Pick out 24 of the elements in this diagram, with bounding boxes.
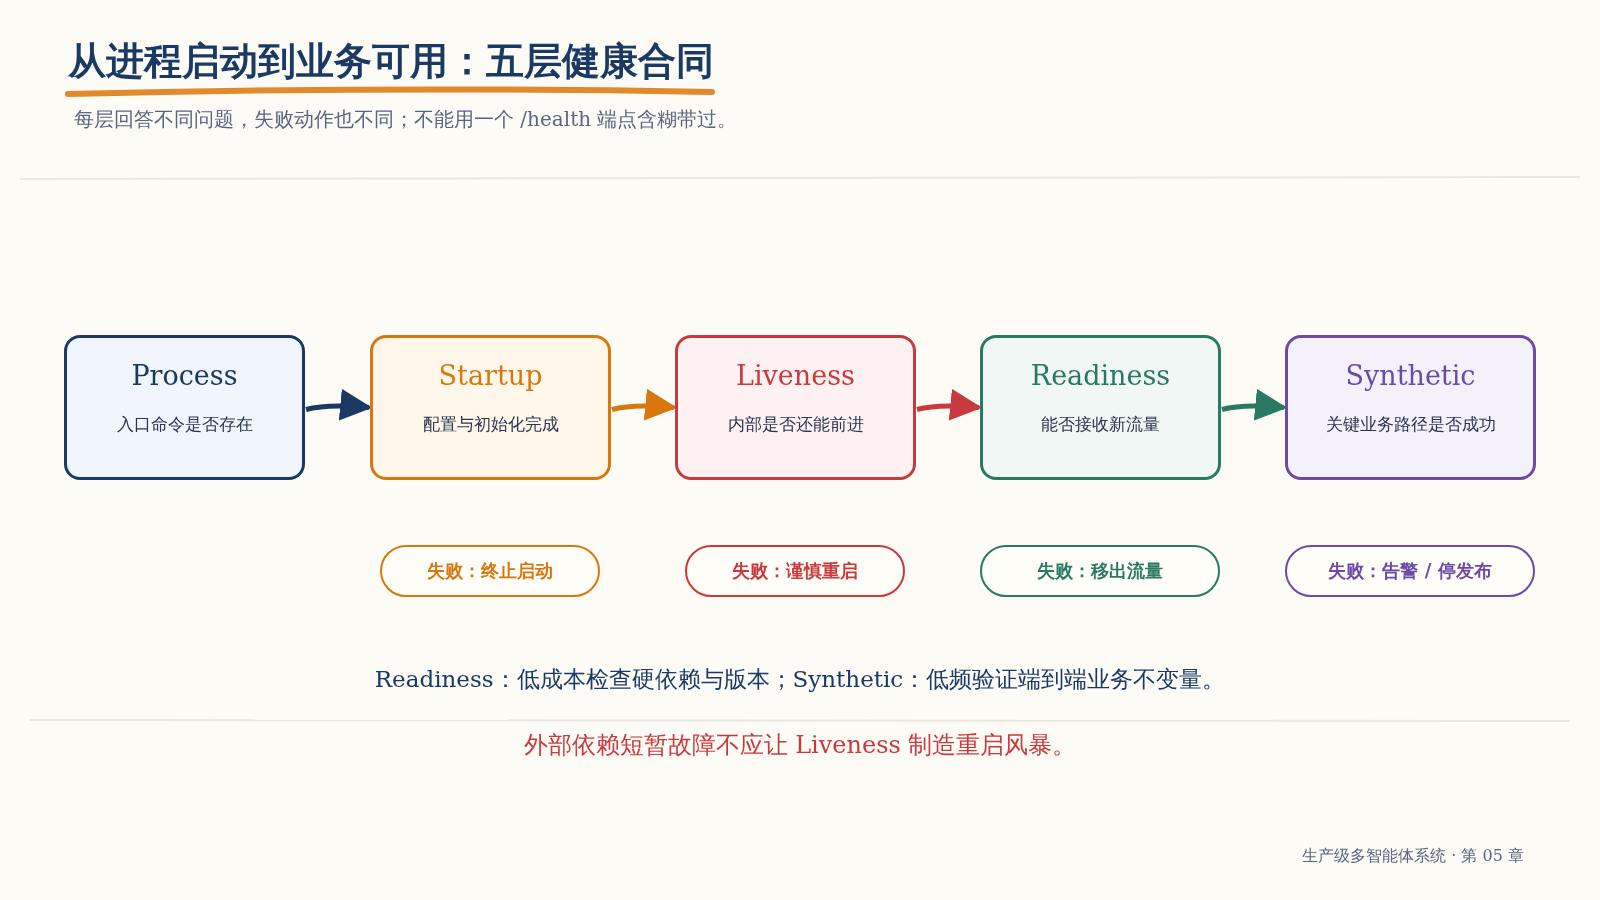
layer-name: Readiness xyxy=(1029,360,1172,391)
layer-question: 关键业务路径是否成功 xyxy=(1324,413,1497,436)
layer-name: Process xyxy=(130,360,239,391)
layer-box xyxy=(64,335,305,480)
layer-name: Synthetic xyxy=(1344,360,1477,391)
layer-box xyxy=(675,335,916,480)
note: Readiness：低成本检查硬依赖与版本；Synthetic：低频验证端到端业务不变量。 xyxy=(373,665,1227,694)
layer-box xyxy=(370,335,611,480)
failure-pill: 失败：终止启动 xyxy=(380,545,600,597)
layer-question: 入口命令是否存在 xyxy=(115,413,254,436)
title: 从进程启动到业务可用：五层健康合同 xyxy=(68,37,714,85)
layer-box xyxy=(980,335,1221,480)
warning-note: 外部依赖短暂故障不应让 Liveness 制造重启风暴。 xyxy=(522,730,1078,761)
failure-pill: 失败：移出流量 xyxy=(980,545,1220,597)
layer-question: 配置与初始化完成 xyxy=(421,413,560,436)
failure-pill: 失败：谨慎重启 xyxy=(685,545,905,597)
layer-name: Startup xyxy=(437,360,544,391)
subtitle: 每层回答不同问题，失败动作也不同；不能用一个 /health 端点含糊带过。 xyxy=(74,106,738,133)
layer-question: 能否接收新流量 xyxy=(1040,413,1161,436)
layer-question: 内部是否还能前进 xyxy=(726,413,865,436)
failure-pill: 失败：告警 / 停发布 xyxy=(1285,545,1535,597)
layer-box xyxy=(1285,335,1536,480)
footer: 生产级多智能体系统 · 第 05 章 xyxy=(1302,846,1524,867)
layer-name: Liveness xyxy=(735,360,856,391)
